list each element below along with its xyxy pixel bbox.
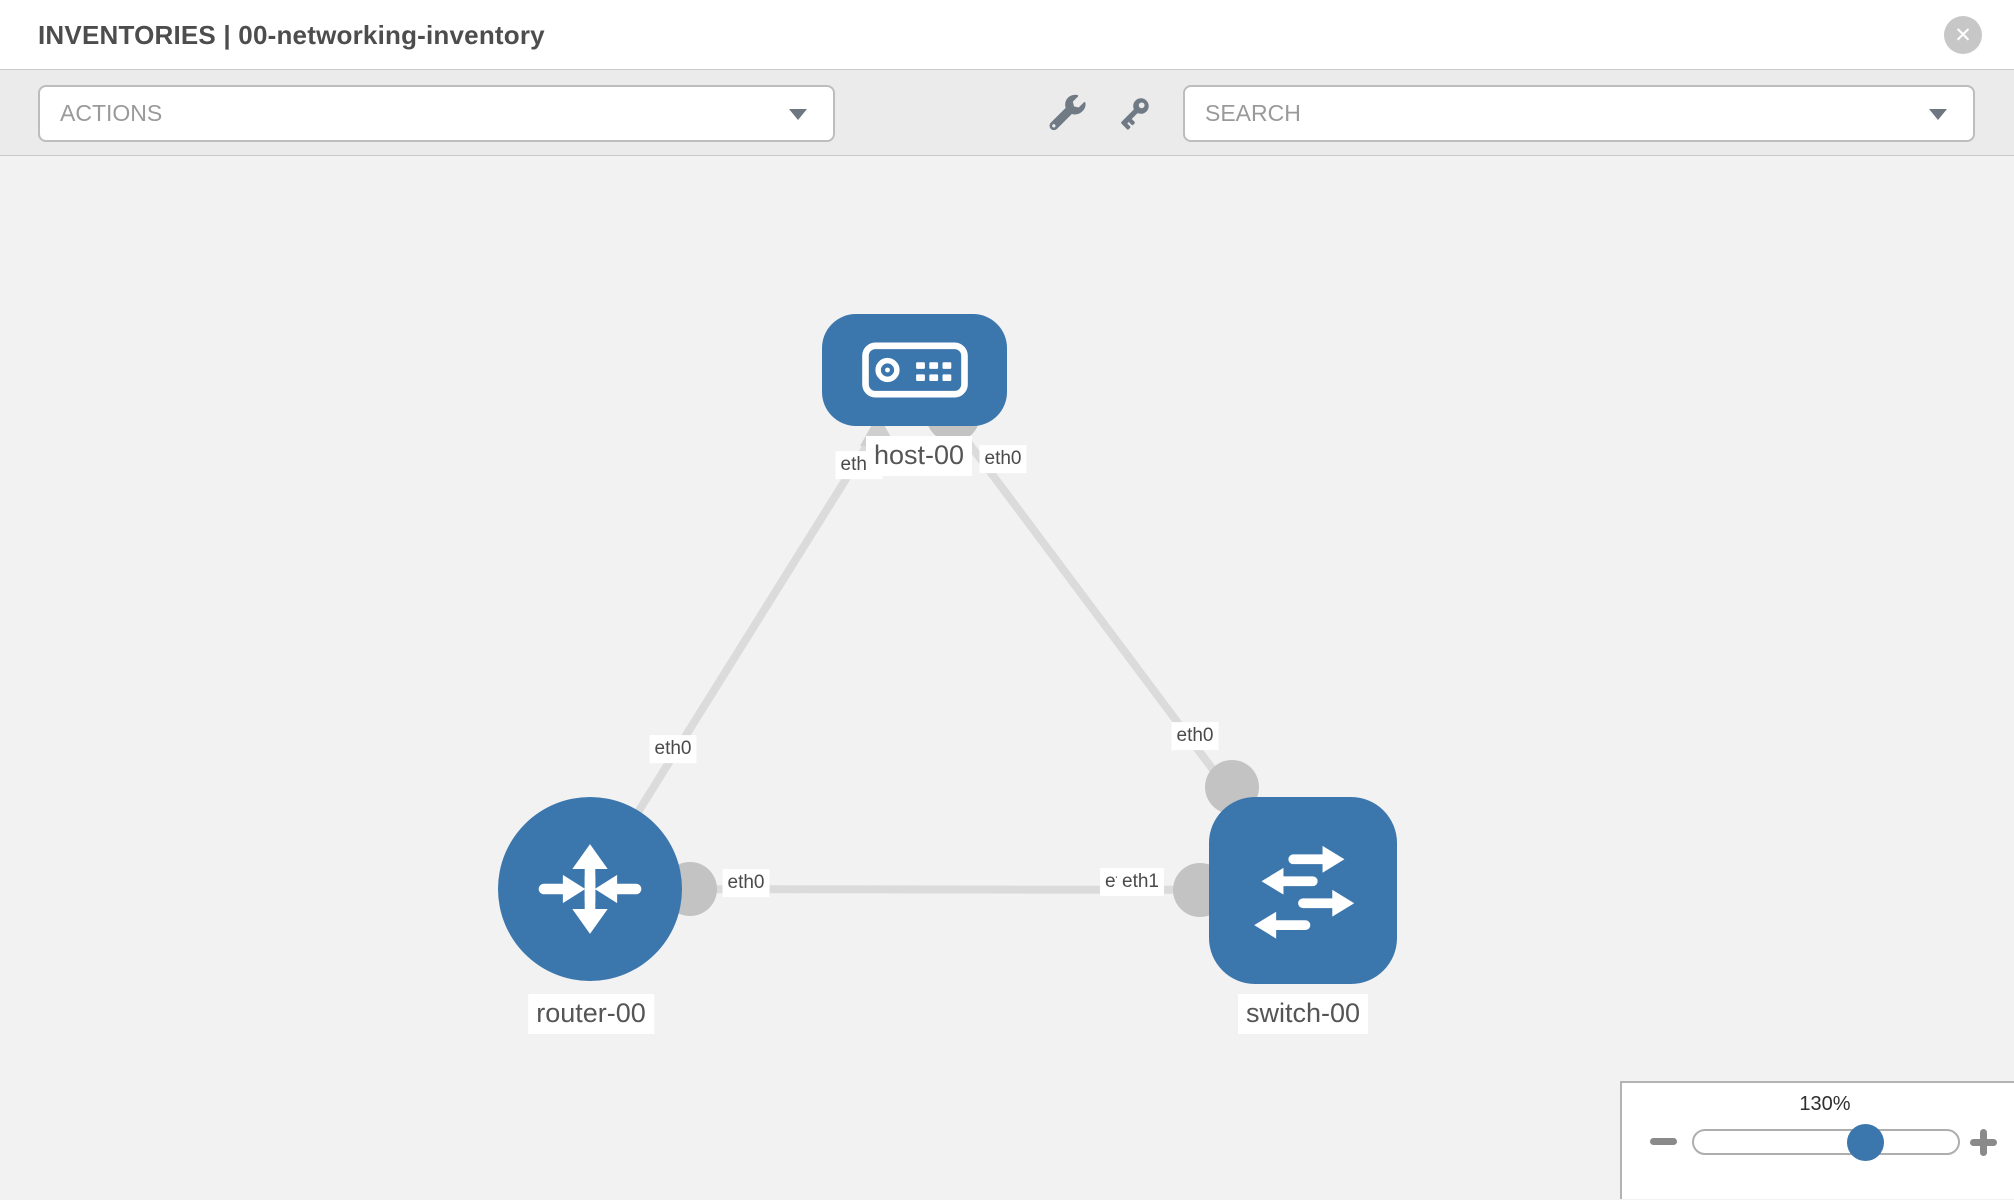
- window-header: INVENTORIES | 00-networking-inventory ✕: [0, 0, 2014, 70]
- close-icon: ✕: [1954, 23, 1972, 47]
- zoom-slider-track[interactable]: [1692, 1129, 1960, 1155]
- iface-label: eth0: [649, 735, 697, 763]
- iface-label: eth1: [1117, 868, 1164, 896]
- credentials-button[interactable]: [1113, 94, 1153, 134]
- host-icon: [861, 342, 968, 398]
- node-label-host: host-00: [865, 436, 973, 476]
- chevron-down-icon: [789, 108, 807, 120]
- close-button[interactable]: ✕: [1944, 16, 1982, 54]
- topology-canvas[interactable]: eth0 eth0 eth0 eth0 eth0 eth0 eth1 host-…: [0, 156, 2014, 1199]
- configure-button[interactable]: [1048, 94, 1088, 134]
- router-icon: [538, 844, 642, 934]
- iface-label: eth0: [979, 445, 1027, 473]
- zoom-out-button[interactable]: [1650, 1138, 1677, 1145]
- wrench-icon: [1049, 94, 1086, 131]
- node-switch-00[interactable]: [1209, 797, 1397, 984]
- node-router-00[interactable]: [498, 797, 682, 981]
- chevron-down-icon: [1929, 108, 1947, 120]
- iface-label: eth0: [1171, 722, 1219, 750]
- links-layer: [586, 367, 1307, 917]
- zoom-in-button[interactable]: [1970, 1129, 1997, 1156]
- node-host-00[interactable]: [822, 314, 1007, 426]
- toolbar: ACTIONS SEARCH: [0, 70, 2014, 156]
- switch-icon: [1254, 845, 1355, 939]
- zoom-slider-thumb[interactable]: [1847, 1124, 1884, 1161]
- node-label-switch: switch-00: [1237, 994, 1369, 1034]
- search-dropdown[interactable]: SEARCH: [1183, 85, 1975, 142]
- page-title: INVENTORIES | 00-networking-inventory: [38, 19, 545, 50]
- zoom-panel: 130%: [1620, 1081, 2014, 1199]
- iface-label: eth0: [722, 869, 770, 897]
- search-dropdown-label: SEARCH: [1205, 100, 1301, 126]
- node-label-router: router-00: [528, 994, 654, 1034]
- zoom-level: 130%: [1799, 1093, 1851, 1115]
- actions-dropdown[interactable]: ACTIONS: [38, 85, 835, 142]
- actions-dropdown-label: ACTIONS: [60, 100, 163, 126]
- key-icon: [1121, 98, 1149, 130]
